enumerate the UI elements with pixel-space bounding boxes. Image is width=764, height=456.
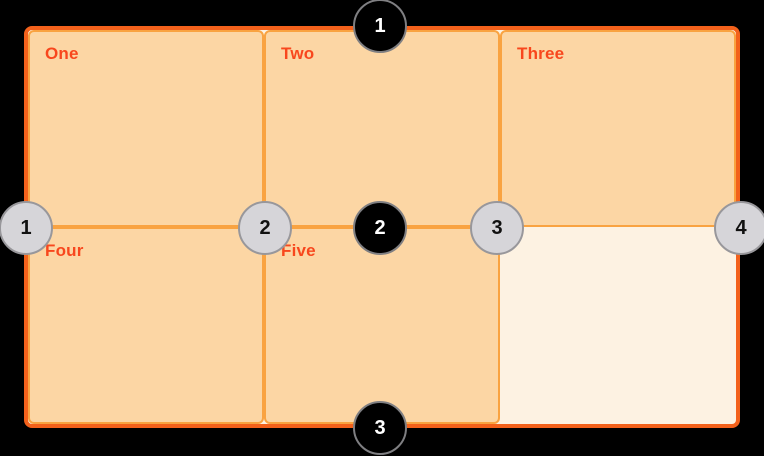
column-line-badge-4: 4 (714, 201, 764, 255)
grid-cell-label: Four (45, 241, 84, 260)
grid-cell-label: Three (517, 44, 565, 63)
row-line-badge-1: 1 (353, 0, 407, 53)
grid-cell-label: One (45, 44, 79, 63)
grid-cell-label: Five (281, 241, 316, 260)
row-line-badge-2: 2 (353, 201, 407, 255)
grid-container: One Two Three Four Five (24, 26, 740, 428)
grid-cell-one: One (28, 30, 264, 227)
column-line-badge-2: 2 (238, 201, 292, 255)
column-line-badge-1: 1 (0, 201, 53, 255)
grid-cell-label: Two (281, 44, 315, 63)
row-line-badge-3: 3 (353, 401, 407, 455)
grid-cell-five: Five (264, 227, 500, 424)
grid-cell-empty (500, 227, 736, 424)
grid-cell-two: Two (264, 30, 500, 227)
grid-cell-four: Four (28, 227, 264, 424)
grid-cell-three: Three (500, 30, 736, 227)
column-line-badge-3: 3 (470, 201, 524, 255)
